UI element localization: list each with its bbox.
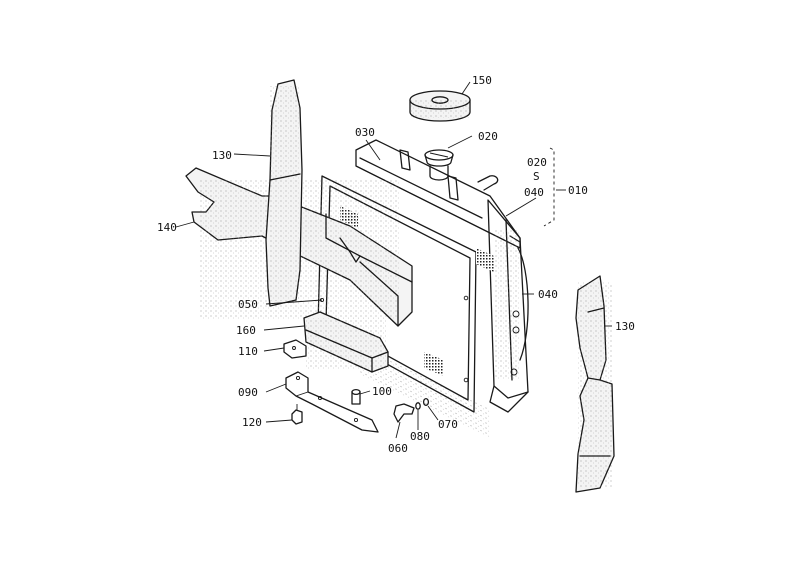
part-110-bracket bbox=[283, 339, 307, 359]
part-010-radiator bbox=[355, 139, 529, 439]
label-150: 150 bbox=[472, 74, 492, 87]
label-050: 050 bbox=[238, 298, 258, 311]
label-030: 030 bbox=[355, 126, 375, 139]
label-090: 090 bbox=[238, 386, 258, 399]
label-100: 100 bbox=[372, 385, 392, 398]
part-160-foam-block bbox=[303, 311, 389, 373]
label-120: 120 bbox=[242, 416, 262, 429]
part-080-washer bbox=[415, 402, 421, 410]
leader-lines bbox=[175, 81, 612, 439]
part-090-bracket bbox=[285, 371, 379, 433]
label-020-range: 020 bbox=[527, 156, 547, 169]
label-070: 070 bbox=[438, 418, 458, 431]
label-040: 040 bbox=[538, 288, 558, 301]
part-130-left-foam bbox=[265, 79, 325, 307]
label-140: 140 bbox=[157, 221, 177, 234]
label-130-right: 130 bbox=[615, 320, 635, 333]
label-040-range: 040 bbox=[524, 186, 544, 199]
label-110: 110 bbox=[238, 345, 258, 358]
part-060-drain-cock bbox=[393, 403, 415, 423]
part-labels: 150 030 020 130 020 S 040 010 140 040 05… bbox=[157, 74, 635, 455]
label-080: 080 bbox=[410, 430, 430, 443]
part-120-nut bbox=[291, 404, 303, 425]
part-020-cap bbox=[424, 149, 454, 167]
label-160: 160 bbox=[236, 324, 256, 337]
part-070-plug bbox=[422, 397, 430, 407]
label-020: 020 bbox=[478, 130, 498, 143]
label-130-left: 130 bbox=[212, 149, 232, 162]
label-060: 060 bbox=[388, 442, 408, 455]
part-150-ring bbox=[409, 90, 471, 122]
label-range-separator: S bbox=[533, 170, 540, 183]
label-010: 010 bbox=[568, 184, 588, 197]
part-130-right-foam bbox=[575, 275, 615, 493]
part-100-bolt bbox=[351, 388, 361, 405]
